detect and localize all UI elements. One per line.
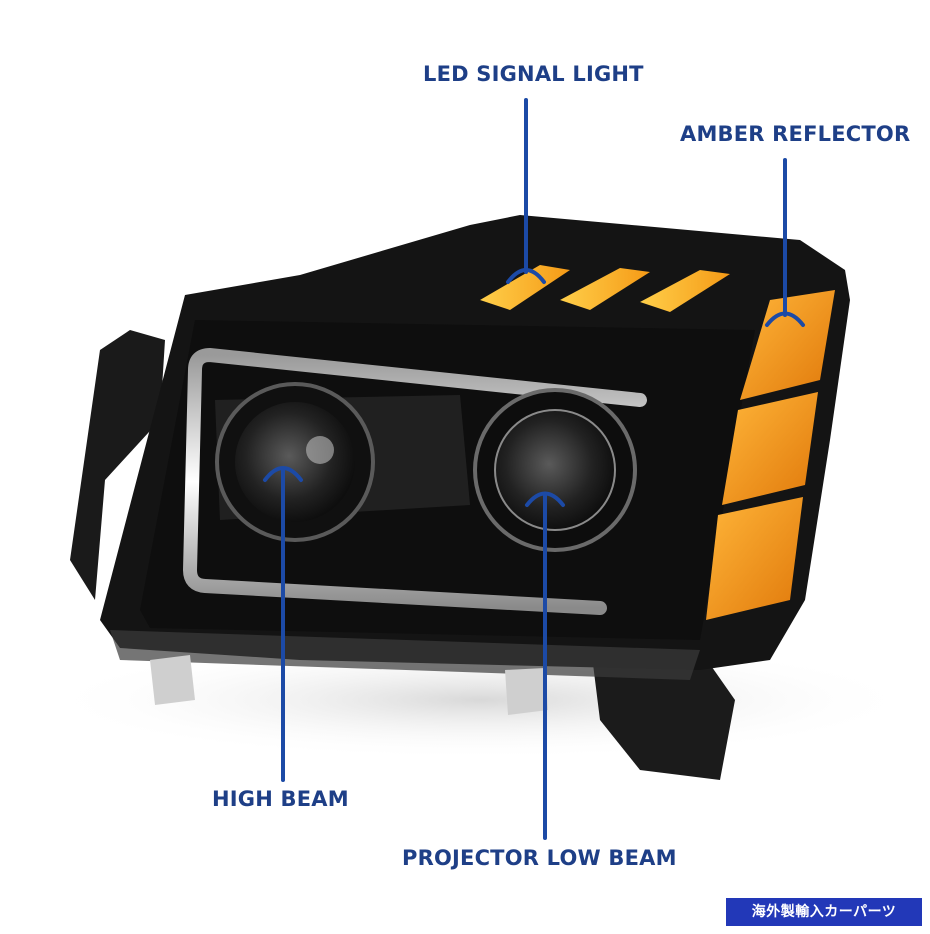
led-signal-strip-3 <box>640 270 730 312</box>
led-signal-strip-1 <box>480 265 570 310</box>
import-parts-badge: 海外製輸入カーパーツ <box>726 898 922 926</box>
light-tube <box>182 347 647 615</box>
arrow-chevron-led <box>506 268 546 284</box>
callout-led-signal-light: LED SIGNAL LIGHT <box>423 62 644 86</box>
led-signal-strip-2 <box>560 268 650 310</box>
projector-lens <box>494 409 616 531</box>
arrow-chevron-high-beam <box>263 466 303 482</box>
amber-reflector-middle <box>722 392 818 505</box>
callout-projector-low-beam: PROJECTOR LOW BEAM <box>402 846 677 870</box>
high-beam-reflector <box>235 402 355 522</box>
high-beam-bulb <box>306 436 334 464</box>
callout-amber-reflector: AMBER REFLECTOR <box>680 122 911 146</box>
lens-edge <box>110 630 700 680</box>
arrow-chevron-amber <box>765 311 805 327</box>
clip-center <box>505 668 548 715</box>
callout-high-beam: HIGH BEAM <box>212 787 349 811</box>
callout-arrows <box>263 98 805 840</box>
arrow-chevron-projector <box>525 491 565 507</box>
mount-bracket-left <box>70 330 165 600</box>
clip-left <box>150 655 195 705</box>
amber-reflector-top <box>740 290 835 400</box>
amber-reflector-bottom <box>706 497 803 620</box>
